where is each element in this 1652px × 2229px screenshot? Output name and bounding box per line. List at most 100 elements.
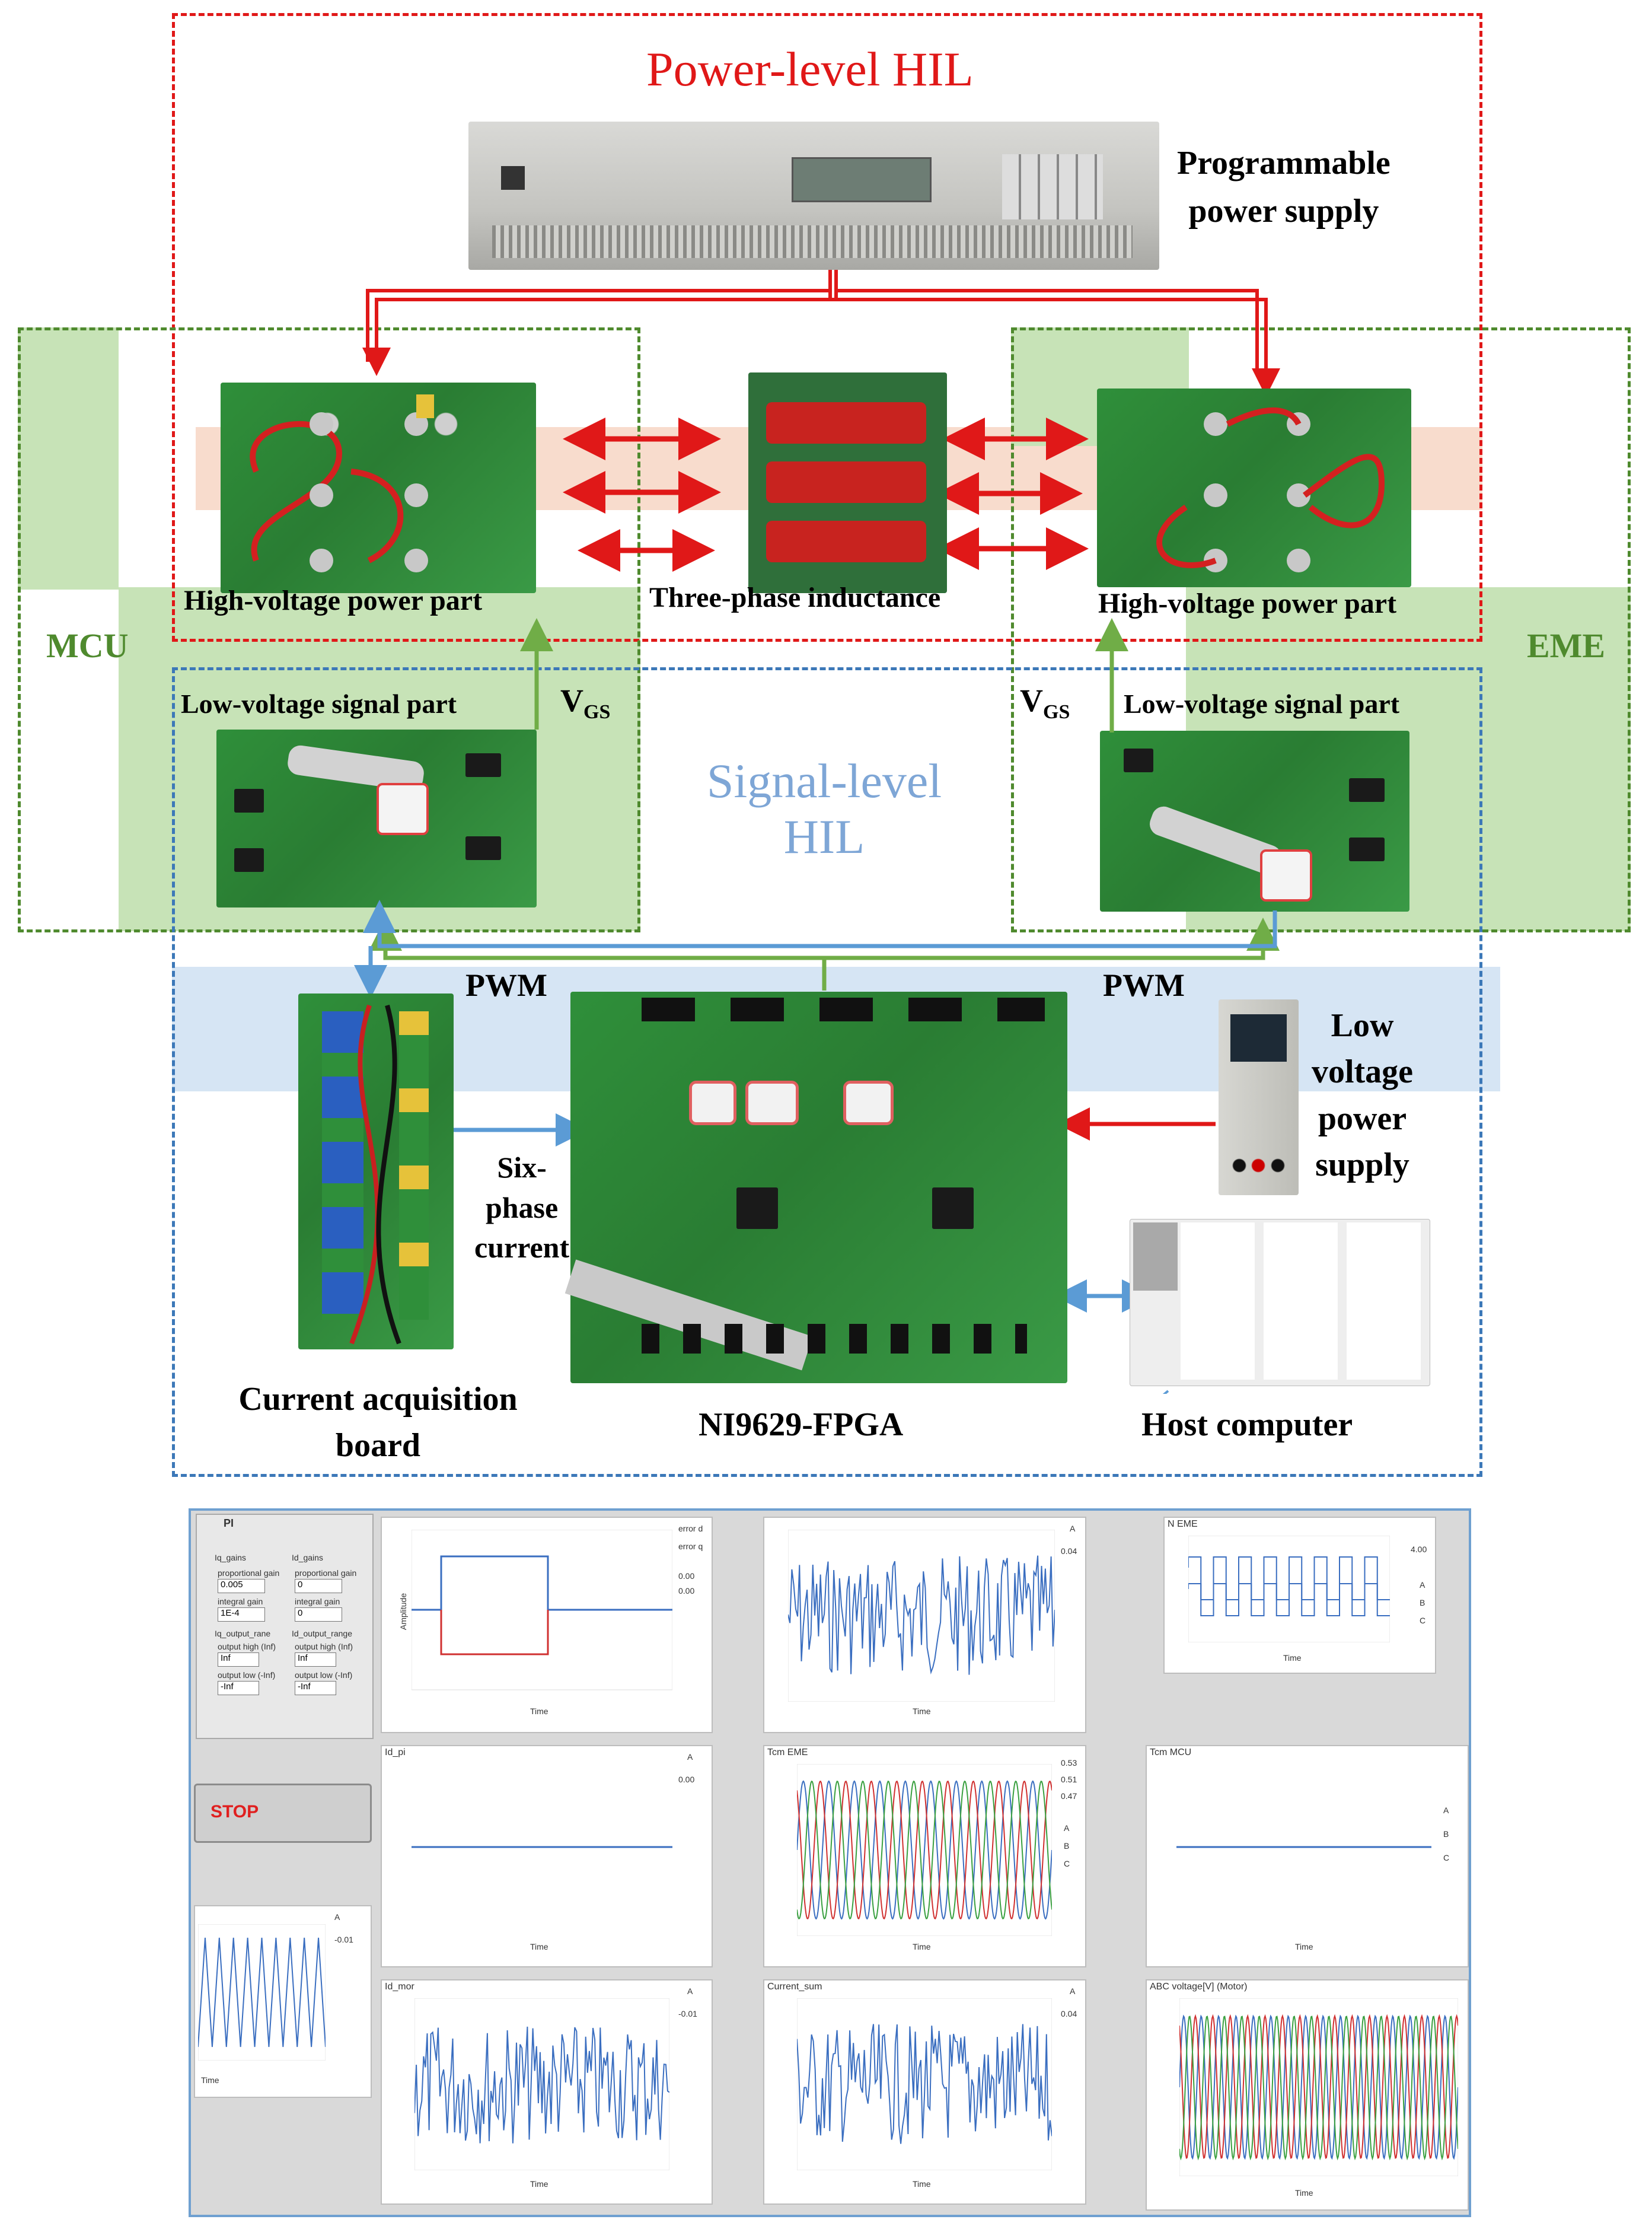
fpga-label-pad-2 bbox=[745, 1081, 799, 1125]
plot-current-sum-xlabel: Time bbox=[913, 2179, 931, 2189]
n-eme-title: N EME bbox=[1168, 1519, 1198, 1529]
id-pi-channel: A bbox=[687, 1752, 693, 1762]
power-level-title: Power-level HIL bbox=[646, 42, 974, 96]
mcu-box bbox=[18, 327, 640, 932]
labview-front-panel: PI Iq_gains Id_gains proportional gain 0… bbox=[189, 1508, 1471, 2217]
vgs-left-label: VGS bbox=[560, 682, 610, 724]
iq-int-label: integral gain bbox=[218, 1597, 263, 1606]
plot-id-noise-top-channel: A bbox=[1070, 1524, 1076, 1533]
fpga-label-pad-1 bbox=[689, 1081, 736, 1125]
plot-id-mor: Id_mor A -0.01 Time bbox=[381, 1979, 713, 2205]
lv-signal-left-label: Low-voltage signal part bbox=[181, 689, 457, 719]
readout-tcm-053: 0.53 bbox=[1061, 1758, 1077, 1768]
eme-box bbox=[1011, 327, 1631, 932]
chip-l4 bbox=[465, 836, 501, 860]
id-int-input[interactable]: 0 bbox=[295, 1607, 342, 1622]
current-sum-channel: A bbox=[1070, 1986, 1076, 1996]
pwm-right-label: PWM bbox=[1103, 967, 1185, 1003]
readout-tcm-051: 0.51 bbox=[1061, 1775, 1077, 1784]
tcm-mcu-ch-b: B bbox=[1443, 1829, 1449, 1839]
plot-tcm-mcu: Tcm MCU A B C Time bbox=[1146, 1745, 1469, 1967]
plot-tcm-mcu-trace bbox=[1176, 1846, 1431, 1848]
n-eme-ch-c: C bbox=[1420, 1616, 1426, 1625]
tcm-eme-ch-a: A bbox=[1064, 1823, 1070, 1833]
readout-id-pi: 0.00 bbox=[678, 1775, 695, 1784]
id-low-input[interactable]: -Inf bbox=[295, 1681, 336, 1695]
readout-tcm-047: 0.47 bbox=[1061, 1791, 1077, 1801]
legend-error-d: error d bbox=[678, 1524, 703, 1533]
partial-ch-a: A bbox=[334, 1912, 340, 1922]
iq-prop-input[interactable]: 0.005 bbox=[218, 1579, 265, 1593]
fpga-connectors-top bbox=[642, 998, 1045, 1021]
plot-n-eme-xlabel: Time bbox=[1283, 1653, 1302, 1663]
supply-to-hv-wires bbox=[362, 270, 1280, 397]
fpga-chip-1 bbox=[736, 1187, 778, 1229]
psu-power-switch bbox=[501, 166, 525, 190]
plot-partial-xlabel: Time bbox=[201, 2075, 219, 2085]
id-high-input[interactable]: Inf bbox=[295, 1652, 336, 1667]
plot-tcm-eme-trace bbox=[797, 1764, 1052, 1936]
host-computer-screen bbox=[1130, 1219, 1430, 1386]
three-phase-label: Three-phase inductance bbox=[649, 582, 941, 613]
current-acquisition-board-photo bbox=[298, 994, 454, 1349]
hv-left-wires bbox=[250, 394, 434, 572]
programmable-power-supply-photo bbox=[468, 122, 1159, 270]
plot-abc-voltage-xlabel: Time bbox=[1295, 2188, 1313, 2198]
iq-gains-label: Iq_gains bbox=[215, 1553, 246, 1562]
tcm-eme-ch-b: B bbox=[1064, 1841, 1070, 1851]
plot-id-noise-top-trace bbox=[788, 1530, 1055, 1702]
eme-label: EME bbox=[1527, 626, 1606, 665]
signal-wiring-svg bbox=[354, 618, 1280, 1394]
plot-id-noise-top-xlabel: Time bbox=[913, 1706, 931, 1716]
plot-id-pi-xlabel: Time bbox=[530, 1942, 548, 1951]
id-pi-title: Id_pi bbox=[385, 1747, 406, 1757]
id-prop-label: proportional gain bbox=[295, 1568, 357, 1578]
hv-power-board-left-photo bbox=[221, 383, 536, 593]
host-mini-plots bbox=[1181, 1222, 1424, 1380]
plot-current-sum: Current_sum A 0.04 Time bbox=[763, 1979, 1086, 2205]
stop-button[interactable]: STOP bbox=[194, 1784, 372, 1843]
chip-r1 bbox=[1124, 749, 1153, 772]
inductor-3 bbox=[766, 521, 926, 562]
low-voltage-supply-photo bbox=[1219, 999, 1299, 1195]
iq-high-input[interactable]: Inf bbox=[218, 1652, 259, 1667]
mcu-label: MCU bbox=[46, 626, 129, 665]
plot-partial-triangle-trace bbox=[198, 1924, 326, 2061]
plot-error-dq-ylabel: Amplitude bbox=[398, 1593, 409, 1631]
legend-error-q: error q bbox=[678, 1542, 703, 1551]
psu-keypad bbox=[1002, 154, 1103, 219]
vgs-right-v: V bbox=[1020, 683, 1043, 718]
vgs-right-label: VGS bbox=[1020, 682, 1070, 724]
plot-tcm-eme: Tcm EME 0.53 0.51 0.47 A B C Time bbox=[763, 1745, 1086, 1967]
tcm-mcu-ch-c: C bbox=[1443, 1853, 1450, 1862]
hv-power-right-label: High-voltage power part bbox=[1098, 588, 1397, 619]
id-int-label: integral gain bbox=[295, 1597, 340, 1606]
tcm-mcu-ch-a: A bbox=[1443, 1806, 1449, 1815]
readout-n-eme: 4.00 bbox=[1411, 1545, 1427, 1554]
lv-signal-board-left-photo bbox=[216, 730, 537, 907]
iq-range-label: Iq_output_rane bbox=[215, 1629, 271, 1638]
readout-error-d: 0.00 bbox=[678, 1571, 695, 1581]
inductor-2 bbox=[766, 461, 926, 503]
plot-id-mor-trace bbox=[414, 1998, 669, 2170]
low-voltage-supply-label: Low voltage power supply bbox=[1311, 1007, 1414, 1184]
host-computer-label: Host computer bbox=[1141, 1406, 1353, 1443]
id-prop-input[interactable]: 0 bbox=[295, 1579, 342, 1593]
iq-int-input[interactable]: 1E-4 bbox=[218, 1607, 265, 1622]
plot-id-pi-trace bbox=[412, 1846, 672, 1848]
hv-power-board-right-photo bbox=[1097, 389, 1411, 587]
stop-label: STOP bbox=[211, 1802, 259, 1822]
psu-vents bbox=[492, 225, 1133, 258]
n-eme-ch-a: A bbox=[1420, 1580, 1425, 1590]
plot-current-sum-trace bbox=[797, 1998, 1052, 2170]
plot-abc-voltage-trace bbox=[1179, 1998, 1458, 2176]
mcu-fill-left-strip bbox=[18, 327, 119, 590]
readout-partial: -0.01 bbox=[334, 1935, 353, 1944]
fpga-chip-row bbox=[642, 1324, 1027, 1354]
pi-cluster: PI Iq_gains Id_gains proportional gain 0… bbox=[196, 1514, 374, 1739]
iq-low-input[interactable]: -Inf bbox=[218, 1681, 259, 1695]
id-mor-title: Id_mor bbox=[385, 1982, 414, 1992]
vgs-right-sub: GS bbox=[1043, 700, 1070, 723]
signal-level-box bbox=[172, 667, 1482, 1477]
id-low-label: output low (-Inf) bbox=[295, 1670, 353, 1680]
